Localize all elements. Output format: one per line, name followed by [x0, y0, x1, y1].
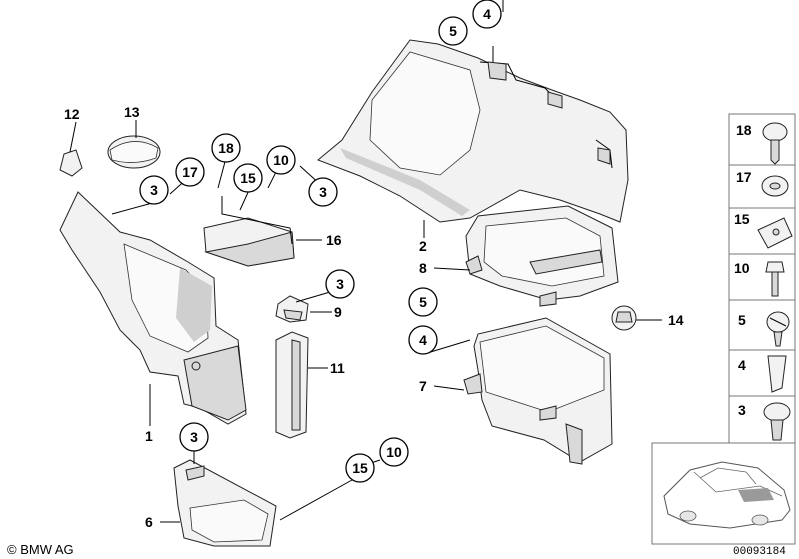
callout-15-lower: 15 — [345, 453, 375, 483]
label-1: 1 — [145, 428, 153, 444]
callout-15-upper: 15 — [233, 163, 263, 193]
fastener-17: 17 — [728, 164, 796, 209]
svg-text:15: 15 — [734, 211, 750, 227]
upper-storage-tray — [465, 205, 619, 307]
svg-text:3: 3 — [319, 184, 327, 200]
callouts: 4 5 3 17 18 15 10 3 — [139, 0, 502, 483]
svg-text:10: 10 — [734, 260, 750, 276]
fastener-15: 15 — [728, 207, 796, 255]
fastener-4: 4 — [728, 349, 796, 397]
svg-text:3: 3 — [190, 429, 198, 445]
label-6: 6 — [145, 514, 153, 530]
document-number: 00093184 — [733, 546, 786, 558]
foam-strip — [275, 331, 309, 439]
svg-text:3: 3 — [150, 182, 158, 198]
fastener-panel: 18 17 15 10 5 — [728, 113, 796, 447]
svg-text:15: 15 — [352, 460, 368, 476]
round-cap — [611, 305, 637, 331]
callout-3-holder: 3 — [325, 269, 355, 299]
part-labels: 12 13 16 9 11 1 6 2 8 7 14 — [64, 104, 684, 530]
svg-text:17: 17 — [182, 164, 198, 180]
fastener-10: 10 — [728, 253, 796, 301]
storage-box — [463, 317, 613, 465]
svg-text:5: 5 — [738, 312, 746, 328]
label-2: 2 — [419, 238, 427, 254]
copyright-brand: © BMW AG — [7, 542, 74, 557]
lower-tray — [173, 459, 277, 547]
callout-5-mid: 5 — [408, 287, 438, 317]
small-holder — [275, 295, 309, 323]
label-7: 7 — [419, 378, 427, 394]
svg-text:15: 15 — [240, 170, 256, 186]
label-12: 12 — [64, 106, 80, 122]
callout-4-mid: 4 — [408, 325, 438, 355]
vehicle-thumbnail — [651, 442, 796, 545]
svg-text:18: 18 — [218, 140, 234, 156]
callout-17: 17 — [175, 157, 205, 187]
callout-3-left: 3 — [139, 175, 169, 205]
callout-4-top: 4 — [472, 0, 502, 29]
callout-18: 18 — [211, 133, 241, 163]
label-11: 11 — [330, 360, 345, 376]
svg-text:10: 10 — [386, 444, 402, 460]
round-cover-13 — [107, 135, 161, 169]
label-16: 16 — [326, 232, 342, 248]
svg-text:18: 18 — [736, 122, 752, 138]
label-14: 14 — [668, 312, 684, 328]
callout-10-upper: 10 — [266, 145, 296, 175]
svg-text:3: 3 — [336, 276, 344, 292]
svg-text:4: 4 — [483, 6, 491, 22]
callout-10-lower: 10 — [379, 437, 409, 467]
clip-12 — [59, 149, 83, 177]
trunk-side-trim-panel — [317, 39, 629, 223]
svg-text:10: 10 — [273, 152, 289, 168]
svg-text:3: 3 — [738, 402, 746, 418]
fastener-5: 5 — [728, 299, 796, 351]
callout-5-top: 5 — [438, 16, 468, 46]
left-side-trim-panel — [59, 191, 247, 425]
callout-3-lower: 3 — [179, 422, 209, 452]
module-bracket — [203, 196, 295, 267]
label-8: 8 — [419, 260, 427, 276]
label-9: 9 — [334, 304, 342, 320]
fastener-18: 18 — [728, 113, 796, 166]
svg-text:4: 4 — [419, 332, 427, 348]
svg-text:17: 17 — [736, 169, 752, 185]
svg-text:5: 5 — [449, 23, 457, 39]
svg-text:5: 5 — [419, 294, 427, 310]
label-13: 13 — [124, 104, 140, 120]
svg-text:4: 4 — [738, 357, 746, 373]
fastener-3: 3 — [728, 395, 796, 447]
callout-3-trunk: 3 — [308, 177, 338, 207]
